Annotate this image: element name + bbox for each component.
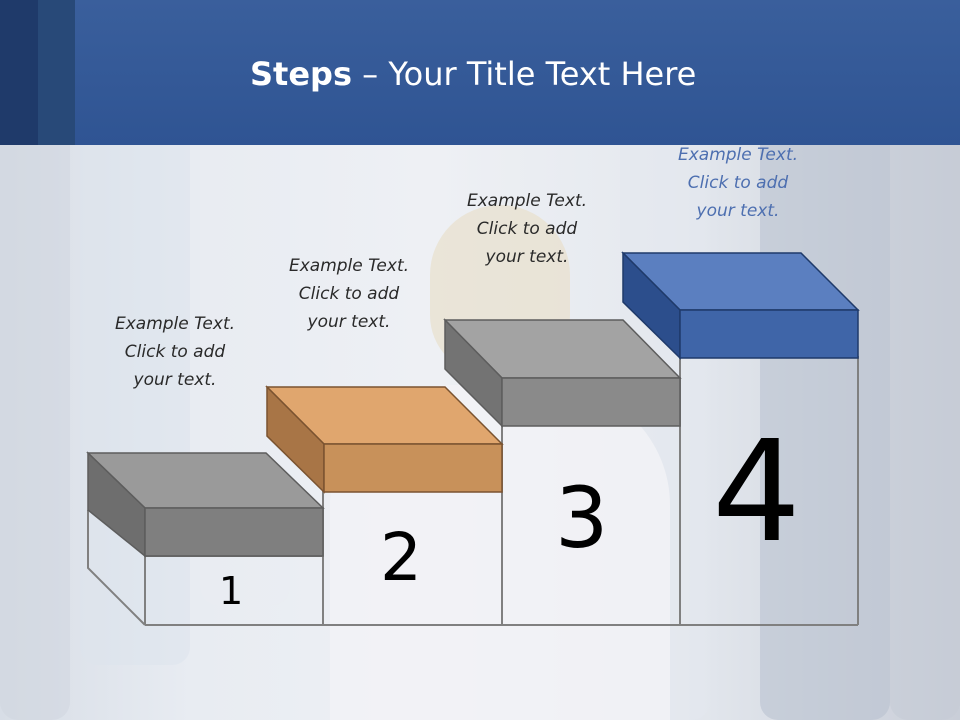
step-2-text-line: your text. [307, 312, 391, 332]
step-1-text-line: your text. [133, 370, 217, 390]
title-text: – Your Title Text Here [352, 55, 697, 93]
step-3-text-line: Example Text. [466, 191, 588, 211]
step-4-block[interactable] [621, 251, 860, 360]
step-3-block[interactable] [443, 318, 682, 428]
title-bold: Steps [250, 55, 352, 93]
step-2-number: 2 [380, 519, 422, 596]
title-banner: Steps – Your Title Text Here [0, 0, 960, 145]
step-4-text-line: your text. [696, 201, 780, 221]
step-1-text-line: Example Text. [114, 314, 236, 334]
step-4-number: 4 [712, 411, 802, 574]
step-2-text[interactable]: Example Text. Click to add your text. [259, 252, 439, 336]
step-4-text-line: Example Text. [677, 145, 799, 165]
step-3-text-line: Click to add [476, 219, 578, 239]
shirt-shape [0, 145, 70, 720]
step-1-text-line: Click to add [124, 342, 226, 362]
step-2-block[interactable] [265, 385, 504, 494]
step-3-text[interactable]: Example Text. Click to add your text. [437, 187, 617, 271]
step-4-text[interactable]: Example Text. Click to add your text. [648, 141, 828, 225]
step-3-number: 3 [555, 469, 609, 567]
step-1-number: 1 [219, 569, 244, 613]
banner-stripe [0, 0, 38, 145]
slide-title[interactable]: Steps – Your Title Text Here [250, 54, 696, 94]
jacket-shape [890, 145, 960, 720]
banner-stripe [38, 0, 75, 145]
step-1-text[interactable]: Example Text. Click to add your text. [85, 310, 265, 394]
step-2-text-line: Click to add [298, 284, 400, 304]
step-3-text-line: your text. [485, 247, 569, 267]
step-4-text-line: Click to add [687, 173, 789, 193]
step-1-block[interactable] [86, 451, 325, 558]
step-2-text-line: Example Text. [288, 256, 410, 276]
